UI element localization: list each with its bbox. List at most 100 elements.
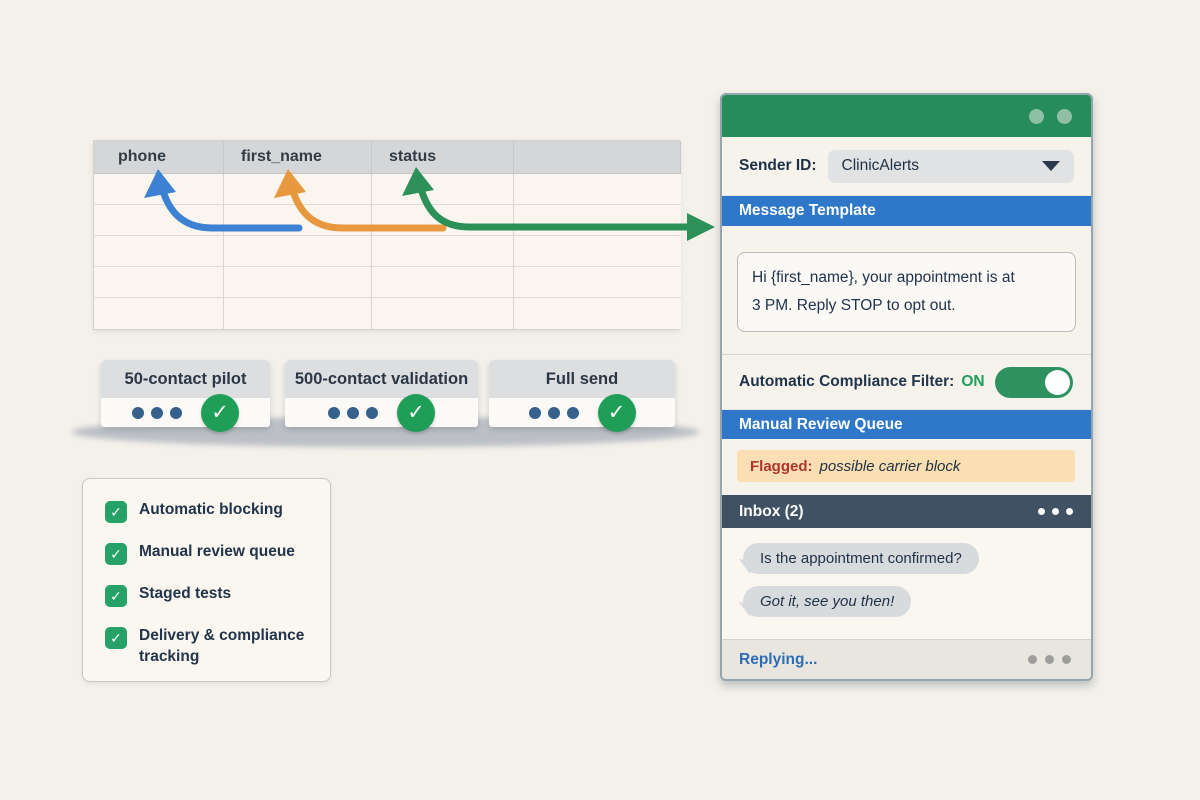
inbox-header: Inbox (2) bbox=[722, 495, 1091, 528]
compliance-filter-state: ON bbox=[961, 373, 985, 390]
table-row bbox=[94, 174, 681, 205]
typing-dot-icon bbox=[1062, 655, 1071, 664]
checklist-item-label: Delivery & compliance tracking bbox=[139, 627, 305, 665]
sender-id-label: Sender ID: bbox=[739, 157, 817, 174]
table-cell bbox=[372, 267, 514, 298]
window-dot-icon bbox=[1057, 108, 1072, 124]
checkbox-checked-icon[interactable]: ✓ bbox=[105, 543, 127, 565]
table-cell bbox=[224, 174, 372, 205]
stage-label: 500-contact validation bbox=[285, 360, 478, 398]
table-row bbox=[94, 236, 681, 267]
typing-indicator-icon bbox=[1028, 655, 1071, 664]
stage-card-validation: 500-contact validation ✓ bbox=[285, 360, 478, 432]
typing-dot-icon bbox=[1028, 655, 1037, 664]
compliance-filter-label: Automatic Compliance Filter: bbox=[739, 373, 955, 390]
panel-titlebar bbox=[722, 95, 1091, 137]
checklist-item-staged-tests: ✓ Staged tests bbox=[105, 584, 308, 607]
stage-complete-check-icon: ✓ bbox=[597, 393, 636, 432]
checklist-item-label: Automatic blocking bbox=[139, 501, 283, 518]
column-header-status: status bbox=[372, 141, 514, 174]
table-header-row: phone first_name status bbox=[94, 141, 681, 174]
menu-dot-icon bbox=[1066, 508, 1073, 515]
manual-review-queue-section: Flagged: possible carrier block bbox=[722, 439, 1091, 495]
inbox-title: Inbox (2) bbox=[739, 502, 804, 520]
stage-label: 50-contact pilot bbox=[101, 360, 270, 398]
menu-dot-icon bbox=[1038, 508, 1045, 515]
checklist-item-automatic-blocking: ✓ Automatic blocking bbox=[105, 500, 308, 523]
progress-dot-icon bbox=[528, 406, 541, 419]
flagged-label: Flagged: bbox=[750, 457, 813, 475]
chevron-down-icon bbox=[1042, 161, 1060, 171]
checklist-item-label: Staged tests bbox=[139, 585, 232, 602]
progress-dot-icon bbox=[328, 406, 340, 419]
sender-id-row: Sender ID: ClinicAlerts bbox=[722, 137, 1091, 195]
inbox-menu-button[interactable] bbox=[1038, 508, 1073, 515]
template-text-line: 3 PM. Reply STOP to opt out. bbox=[752, 297, 956, 314]
contacts-table: phone first_name status bbox=[93, 140, 681, 330]
progress-dot-icon bbox=[366, 406, 378, 419]
table-row bbox=[94, 298, 681, 329]
window-dot-icon bbox=[1029, 108, 1044, 124]
column-header-first-name: first_name bbox=[224, 141, 372, 174]
stage-status-row: ✓ bbox=[489, 393, 675, 432]
compliance-filter-toggle[interactable] bbox=[995, 366, 1073, 398]
message-template-section: Hi {first_name}, your appointment is at … bbox=[722, 226, 1091, 354]
stage-status-row: ✓ bbox=[101, 393, 270, 432]
table-cell bbox=[224, 298, 372, 329]
checklist-item-manual-review-queue: ✓ Manual review queue bbox=[105, 542, 308, 565]
menu-dot-icon bbox=[1052, 508, 1059, 515]
table-cell bbox=[224, 205, 372, 236]
progress-dot-icon bbox=[170, 406, 182, 419]
checkbox-checked-icon[interactable]: ✓ bbox=[105, 627, 127, 649]
table-cell bbox=[514, 236, 681, 267]
table-cell bbox=[514, 298, 681, 329]
feature-checklist: ✓ Automatic blocking ✓ Manual review que… bbox=[82, 478, 331, 682]
table-cell bbox=[372, 236, 514, 267]
inbox-message-bubble: Got it, see you then! bbox=[743, 586, 912, 617]
message-template-textbox[interactable]: Hi {first_name}, your appointment is at … bbox=[737, 252, 1076, 332]
template-text-line: Hi {first_name}, your appointment is at bbox=[752, 269, 1015, 286]
table-cell bbox=[224, 267, 372, 298]
progress-dot-icon bbox=[132, 406, 144, 419]
column-header-empty bbox=[514, 141, 681, 174]
sender-id-dropdown[interactable]: ClinicAlerts bbox=[827, 149, 1074, 183]
table-cell bbox=[94, 174, 224, 205]
table-cell bbox=[514, 267, 681, 298]
checkbox-checked-icon[interactable]: ✓ bbox=[105, 501, 127, 523]
inbox-message-list: Is the appointment confirmed? Got it, se… bbox=[722, 528, 1091, 639]
progress-dot-icon bbox=[566, 406, 579, 419]
checkbox-checked-icon[interactable]: ✓ bbox=[105, 585, 127, 607]
progress-dot-icon bbox=[151, 406, 163, 419]
stage-complete-check-icon: ✓ bbox=[397, 393, 435, 432]
column-header-phone: phone bbox=[94, 141, 224, 174]
replying-status: Replying... bbox=[739, 650, 818, 668]
flagged-message-banner: Flagged: possible carrier block bbox=[737, 450, 1075, 482]
reply-status-bar: Replying... bbox=[722, 639, 1091, 679]
toggle-knob-icon bbox=[1045, 369, 1070, 395]
table-cell bbox=[94, 267, 224, 298]
table-cell bbox=[94, 236, 224, 267]
table-cell bbox=[94, 205, 224, 236]
flagged-reason: possible carrier block bbox=[819, 457, 961, 475]
stage-label: Full send bbox=[489, 360, 675, 398]
table-cell bbox=[372, 298, 514, 329]
stage-card-full-send: Full send ✓ bbox=[489, 360, 675, 432]
table-cell bbox=[94, 298, 224, 329]
table-cell bbox=[224, 236, 372, 267]
table-row bbox=[94, 267, 681, 298]
progress-dot-icon bbox=[547, 406, 560, 419]
table-cell bbox=[514, 205, 681, 236]
table-row bbox=[94, 205, 681, 236]
inbox-message-bubble: Is the appointment confirmed? bbox=[743, 543, 979, 574]
sms-campaign-panel: Sender ID: ClinicAlerts Message Template… bbox=[720, 93, 1093, 681]
compliance-filter-row: Automatic Compliance Filter: ON bbox=[722, 354, 1091, 409]
status-arrowhead-right-icon bbox=[687, 213, 715, 241]
typing-dot-icon bbox=[1045, 655, 1054, 664]
stage-card-pilot: 50-contact pilot ✓ bbox=[101, 360, 270, 432]
table-cell bbox=[514, 174, 681, 205]
sender-id-value: ClinicAlerts bbox=[841, 157, 920, 174]
checklist-item-label: Manual review queue bbox=[139, 543, 295, 560]
progress-dot-icon bbox=[347, 406, 359, 419]
stage-complete-check-icon: ✓ bbox=[201, 393, 239, 432]
stage-status-row: ✓ bbox=[285, 393, 478, 432]
